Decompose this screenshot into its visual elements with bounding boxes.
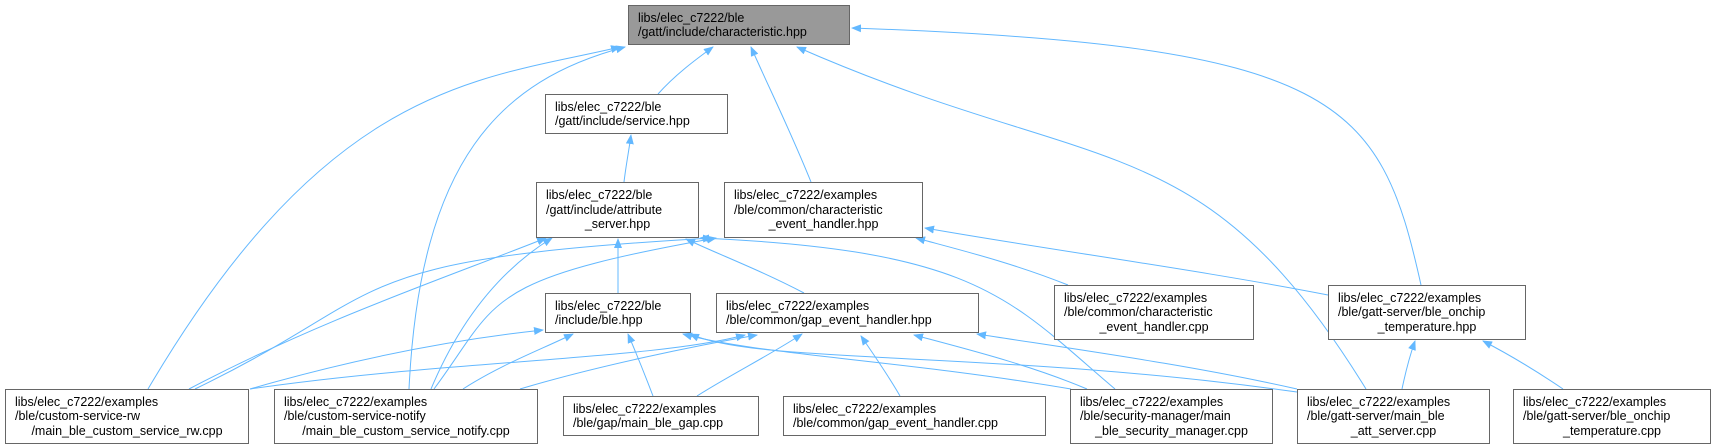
node-label-line: _att_server.cpp (1350, 423, 1437, 438)
edge-onchip_temperature_hpp-to-characteristic_hpp (851, 24, 1422, 286)
edge-security_manager_cpp-to-gap_event_handler_hpp (913, 333, 1088, 390)
edge-gap_event_handler_hpp-to-attribute_server_hpp (685, 238, 805, 294)
node-label-line: libs/elec_c7222/examples (1080, 394, 1224, 409)
edge-attribute_server_hpp-to-service_hpp (623, 134, 634, 183)
node-label-line: /ble/common/gap_event_handler.cpp (793, 416, 999, 430)
node-label-line: libs/elec_c7222/examples (573, 401, 717, 416)
edge-security_manager_cpp-to-ble_hpp (682, 332, 1072, 390)
node-char-event-handler-hpp[interactable]: libs/elec_c7222/examples/ble/common/char… (724, 182, 923, 238)
edge-custom_service_rw_cpp-to-char_event_handler_hpp (194, 234, 713, 390)
edge-custom_service_notify_cpp-to-characteristic_hpp (408, 45, 626, 390)
node-label-line: _ble_security_manager.cpp (1095, 423, 1248, 438)
edge-security_manager_cpp-to-attribute_server_hpp (699, 234, 1116, 390)
node-label-line: /ble/common/characteristic (1064, 305, 1213, 320)
edge-char_event_handler_hpp-to-characteristic_hpp (750, 46, 812, 183)
edge-custom_service_rw_cpp-to-characteristic_hpp (147, 45, 621, 390)
edge-att_server_cpp-to-characteristic_hpp (796, 46, 1367, 390)
edge-custom_service_notify_cpp-to-ble_hpp (462, 333, 574, 390)
node-label-line: _event_handler.hpp (768, 217, 879, 232)
node-label-line: /main_ble_custom_service_rw.cpp (31, 423, 223, 438)
edge-onchip_temperature_hpp-to-char_event_handler_hpp (924, 225, 1329, 296)
edge-att_server_cpp-to-gap_event_handler_hpp (976, 331, 1298, 390)
node-label-line: libs/elec_c7222/examples (15, 394, 159, 409)
node-label-line: libs/elec_c7222/examples (793, 401, 937, 416)
edge-service_hpp-to-characteristic_hpp (657, 46, 714, 95)
node-ble-hpp[interactable]: libs/elec_c7222/ble/include/ble.hpp (545, 293, 691, 333)
node-label-line: /ble/common/gap_event_handler.hpp (726, 313, 932, 327)
node-label-line: libs/elec_c7222/examples (1307, 394, 1451, 409)
node-label-line: libs/elec_c7222/ble (546, 188, 653, 203)
edge-main_ble_gap_cpp-to-gap_event_handler_hpp (696, 333, 803, 397)
node-label-line: /ble/common/characteristic (734, 202, 883, 217)
node-label-line: /ble/custom-service-rw (15, 409, 141, 424)
node-main-ble-gap-cpp[interactable]: libs/elec_c7222/examples/ble/gap/main_bl… (563, 396, 759, 436)
node-gap-event-handler-hpp[interactable]: libs/elec_c7222/examples/ble/common/gap_… (716, 293, 979, 333)
edge-att_server_cpp-to-ble_hpp (689, 333, 1298, 393)
node-attribute-server-hpp[interactable]: libs/elec_c7222/ble/gatt/include/attribu… (536, 182, 699, 238)
node-label-line: libs/elec_c7222/examples (1064, 290, 1208, 305)
node-service-hpp[interactable]: libs/elec_c7222/ble/gatt/include/service… (545, 94, 728, 134)
node-label-line: /ble/gatt-server/ble_onchip (1338, 305, 1486, 320)
node-label-line: /ble/gatt-server/main_ble (1307, 409, 1445, 424)
node-att-server-cpp[interactable]: libs/elec_c7222/examples/ble/gatt-server… (1297, 389, 1490, 444)
node-onchip-temperature-hpp[interactable]: libs/elec_c7222/examples/ble/gatt-server… (1328, 285, 1526, 340)
node-label-line: libs/elec_c7222/examples (726, 298, 870, 313)
node-label-line: /ble/gatt-server/ble_onchip (1523, 409, 1671, 424)
node-label-line: libs/elec_c7222/examples (734, 188, 878, 203)
node-label-line: /include/ble.hpp (555, 313, 643, 327)
node-label-line: libs/elec_c7222/examples (284, 394, 428, 409)
node-custom-service-notify-cpp[interactable]: libs/elec_c7222/examples/ble/custom-serv… (274, 389, 538, 444)
node-label-line: libs/elec_c7222/ble (638, 10, 745, 25)
node-label-line: libs/elec_c7222/examples (1523, 394, 1667, 409)
node-label-line: libs/elec_c7222/ble (555, 298, 662, 313)
node-label-line: _temperature.cpp (1563, 423, 1661, 438)
node-label-line: libs/elec_c7222/ble (555, 99, 662, 114)
node-onchip-temperature-cpp[interactable]: libs/elec_c7222/examples/ble/gatt-server… (1513, 389, 1711, 444)
edge-onchip_temperature_cpp-to-onchip_temperature_hpp (1482, 340, 1564, 390)
node-label-line: /ble/gap/main_ble_gap.cpp (573, 416, 724, 430)
node-label-line: /ble/custom-service-notify (284, 409, 426, 424)
node-label-line: /gatt/include/service.hpp (555, 114, 690, 128)
edge-char_event_handler_cpp-to-char_event_handler_hpp (915, 236, 1069, 286)
edge-custom_service_notify_cpp-to-char_event_handler_hpp (433, 235, 717, 390)
node-gap-event-handler-cpp[interactable]: libs/elec_c7222/examples/ble/common/gap_… (783, 396, 1046, 436)
node-label-line: libs/elec_c7222/examples (1338, 290, 1482, 305)
node-char-event-handler-cpp[interactable]: libs/elec_c7222/examples/ble/common/char… (1054, 285, 1254, 340)
node-label-line: /ble/security-manager/main (1080, 409, 1231, 424)
node-label-line: _event_handler.cpp (1099, 319, 1209, 334)
edge-main_ble_gap_cpp-to-ble_hpp (627, 333, 654, 397)
edge-custom_service_notify_cpp-to-attribute_server_hpp (430, 237, 553, 390)
node-security-manager-cpp[interactable]: libs/elec_c7222/examples/ble/security-ma… (1070, 389, 1273, 444)
edge-custom_service_rw_cpp-to-attribute_server_hpp (188, 237, 547, 390)
edge-custom_service_rw_cpp-to-gap_event_handler_hpp (249, 333, 746, 390)
edge-gap_event_handler_cpp-to-gap_event_handler_hpp (860, 335, 901, 397)
edge-custom_service_rw_cpp-to-ble_hpp (249, 326, 544, 390)
node-label-line: _temperature.hpp (1377, 319, 1477, 334)
edge-custom_service_notify_cpp-to-gap_event_handler_hpp (519, 332, 758, 390)
node-characteristic-hpp[interactable]: libs/elec_c7222/ble/gatt/include/charact… (628, 5, 850, 45)
node-label-line: /main_ble_custom_service_notify.cpp (302, 423, 510, 438)
edge-att_server_cpp-to-onchip_temperature_hpp (1401, 340, 1416, 390)
node-custom-service-rw-cpp[interactable]: libs/elec_c7222/examples/ble/custom-serv… (5, 389, 249, 444)
node-label-line: /gatt/include/attribute (546, 202, 663, 217)
node-label-line: _server.hpp (584, 217, 651, 232)
node-label-line: /gatt/include/characteristic.hpp (638, 25, 807, 39)
